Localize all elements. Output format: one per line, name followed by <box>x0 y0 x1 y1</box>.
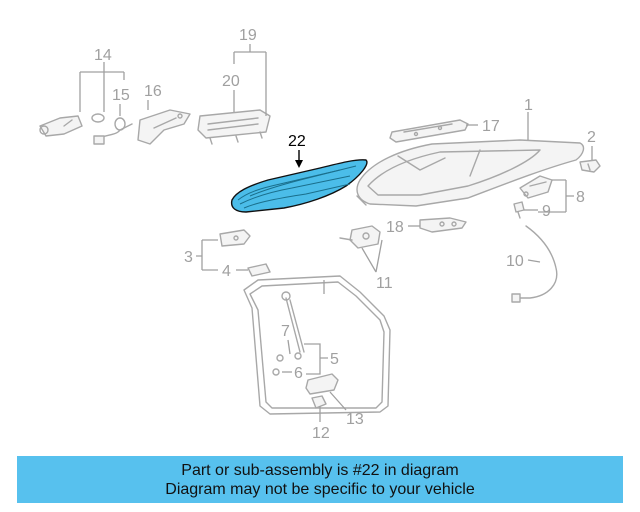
callout-12: 12 <box>312 425 330 442</box>
spoiler-molding <box>389 119 469 143</box>
leader-lines <box>79 44 593 422</box>
callout-9: 9 <box>542 203 551 220</box>
callout-22: 22 <box>288 133 306 150</box>
washer-clip <box>91 113 126 131</box>
callout-1: 1 <box>524 97 533 114</box>
lock-actuator <box>339 225 381 249</box>
callout-11: 11 <box>376 275 393 292</box>
callout-3: 3 <box>184 249 193 266</box>
handle-bracket <box>137 109 191 145</box>
banner-line-1: Part or sub-assembly is #22 in diagram <box>181 461 459 479</box>
support-strut <box>281 291 305 360</box>
liftgate-glass <box>356 139 585 207</box>
banner-line-2: Diagram may not be specific to your vehi… <box>165 480 475 498</box>
door-weatherstrip <box>243 275 391 415</box>
callout-17: 17 <box>482 118 500 135</box>
release-cable <box>511 225 558 303</box>
hinge <box>519 175 553 199</box>
handle-switch <box>39 115 83 137</box>
callout-14: 14 <box>94 47 112 64</box>
callout-13: 13 <box>346 411 364 428</box>
hinge-bolt <box>513 201 525 219</box>
hinge-cap <box>579 159 601 173</box>
callout-2: 2 <box>587 129 596 146</box>
wiring-connector <box>93 123 133 145</box>
callout-10: 10 <box>506 253 524 270</box>
callout-5: 5 <box>330 351 339 368</box>
callout-15: 15 <box>112 87 130 104</box>
parts-diagram: 14 15 16 19 20 17 1 2 8 9 10 18 11 3 4 5… <box>39 27 601 442</box>
callout-4: 4 <box>222 263 231 280</box>
callout-labels: 14 15 16 19 20 17 1 2 8 9 10 18 11 3 4 5… <box>94 27 596 442</box>
callout-16: 16 <box>144 83 162 100</box>
info-banner: Part or sub-assembly is #22 in diagram D… <box>17 456 623 503</box>
high-mount-lamp <box>197 109 271 145</box>
callout-6: 6 <box>294 365 303 382</box>
callout-20: 20 <box>222 73 240 90</box>
strut-clip <box>272 354 284 376</box>
lower-handle <box>305 373 339 409</box>
callout-7: 7 <box>281 323 290 340</box>
latch-assembly <box>419 217 467 233</box>
callout-18: 18 <box>386 219 404 236</box>
highlighted-part-22[interactable] <box>230 159 368 213</box>
callout-8: 8 <box>576 189 585 206</box>
bumper-stop <box>247 263 271 277</box>
callout-19: 19 <box>239 27 257 44</box>
hinge-bracket <box>219 229 251 247</box>
